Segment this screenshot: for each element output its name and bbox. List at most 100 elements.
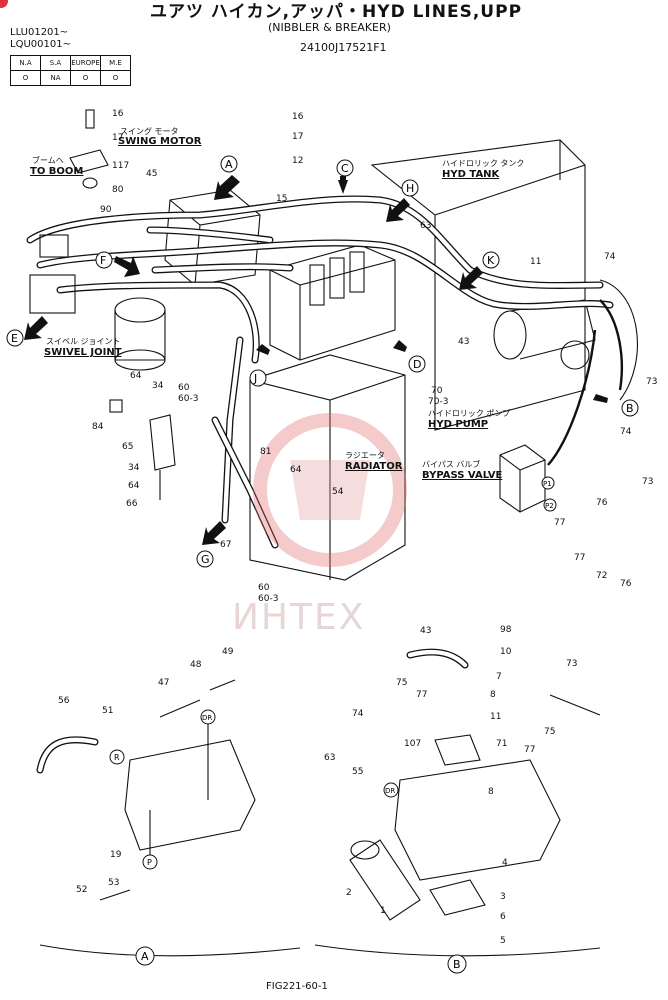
svg-text:P2: P2 xyxy=(545,502,554,510)
to-boom-fitting-drawing xyxy=(29,109,109,314)
callout: 81 xyxy=(260,447,272,457)
serial-range-1: LLU01201~ xyxy=(10,27,69,38)
svg-text:G: G xyxy=(201,553,210,566)
callout: 71 xyxy=(496,739,508,749)
callout: 80 xyxy=(112,185,124,195)
callout: 64 xyxy=(128,481,140,491)
callout: 54 xyxy=(332,487,344,497)
callout: 34 xyxy=(152,381,164,391)
view-letter-d: D xyxy=(408,355,426,373)
market-value: O xyxy=(100,70,131,86)
market-value: O xyxy=(70,70,101,86)
diagram-subtitle: (NIBBLER & BREAKER) xyxy=(268,21,391,34)
svg-text:A: A xyxy=(225,158,233,171)
svg-text:J: J xyxy=(253,372,257,385)
callout: 8 xyxy=(488,787,494,797)
serial-range-2: LQU00101~ xyxy=(10,39,71,50)
callout: 65 xyxy=(122,442,134,452)
callout: 77 xyxy=(554,518,566,528)
callout: 60 xyxy=(178,383,190,393)
hyd-pump-jp-label: ハイドロリック ポンプ xyxy=(428,409,511,418)
callout: 52 xyxy=(76,885,88,895)
callout: 84 xyxy=(92,422,104,432)
bypass-valve-drawing xyxy=(499,444,546,513)
port-mark-dr-b: DR xyxy=(383,782,399,798)
callout: 5 xyxy=(500,936,506,946)
part-number: 24100J17521F1 xyxy=(300,41,387,54)
callout: 56 xyxy=(58,696,70,706)
svg-text:E: E xyxy=(11,332,18,345)
callout: 74 xyxy=(604,252,616,262)
port-mark-p: P xyxy=(142,854,158,870)
port-mark-p2: P2 xyxy=(543,498,557,512)
view-letter-f: F xyxy=(95,251,113,269)
callout: 47 xyxy=(158,678,170,688)
detail-b-drawing xyxy=(314,648,601,957)
view-letter-a: A xyxy=(220,155,238,173)
svg-text:P: P xyxy=(147,858,152,867)
callout: 77 xyxy=(524,745,536,755)
callout: 64 xyxy=(290,465,302,475)
corner-marker xyxy=(0,0,8,8)
callout: 1 xyxy=(380,906,386,916)
callout: 3 xyxy=(500,892,506,902)
callout: 76 xyxy=(596,498,608,508)
svg-text:K: K xyxy=(487,254,495,267)
callout: 34 xyxy=(128,463,140,473)
radiator-jp-label: ラジエータ xyxy=(345,451,385,460)
callout: 72 xyxy=(596,571,608,581)
callout: 11 xyxy=(530,257,542,267)
detail-caption-a: A xyxy=(135,946,155,966)
callout: 74 xyxy=(352,709,364,719)
callout: 70-3 xyxy=(428,397,449,407)
market-table: N.A S.A EUROPE M.E O NA O O xyxy=(10,55,131,86)
callout: 67 xyxy=(220,540,232,550)
callout: 4 xyxy=(502,858,508,868)
hyd-tank-jp-label: ハイドロリック タンク xyxy=(442,159,525,168)
callout: 2 xyxy=(346,888,352,898)
callout: 60 xyxy=(258,583,270,593)
figure-id: FIG221-60-1 xyxy=(266,981,328,992)
market-value: O xyxy=(10,70,41,86)
svg-text:P1: P1 xyxy=(543,480,552,488)
diagram-title: ユアツ ハイカン,アッパ・HYD LINES,UPP xyxy=(150,2,523,22)
callout: 73 xyxy=(646,377,658,387)
svg-text:F: F xyxy=(100,254,106,267)
callout: 63 xyxy=(324,753,336,763)
hyd-tank-label: HYD TANK xyxy=(442,169,500,180)
callout: 8 xyxy=(490,690,496,700)
watermark-emblem xyxy=(253,413,407,567)
detail-a-drawing xyxy=(36,679,301,957)
svg-text:D: D xyxy=(413,358,421,371)
callout: 43 xyxy=(458,337,470,347)
callout: 17 xyxy=(292,132,304,142)
callout: 70 xyxy=(431,386,443,396)
bypass-valve-label: BYPASS VALVE xyxy=(422,470,503,481)
callout: 53 xyxy=(108,878,120,888)
view-letter-h: H xyxy=(401,179,419,197)
callout: 77 xyxy=(574,553,586,563)
callout: 45 xyxy=(146,169,158,179)
svg-text:B: B xyxy=(626,402,634,415)
callout: 48 xyxy=(190,660,202,670)
callout: 64 xyxy=(130,371,142,381)
callout: 60-3 xyxy=(258,594,279,604)
svg-text:C: C xyxy=(341,162,349,175)
callout: 63 xyxy=(420,221,432,231)
view-letter-g: G xyxy=(196,550,214,568)
view-letter-b: B xyxy=(621,399,639,417)
swivel-joint-label: SWIVEL JOINT xyxy=(44,347,122,358)
port-mark-dr-a: DR xyxy=(200,709,216,725)
callout: 11 xyxy=(490,712,502,722)
callout: 117 xyxy=(112,161,130,171)
port-mark-r: R xyxy=(109,749,125,765)
to-boom-jp-label: ブームへ xyxy=(32,156,64,165)
svg-text:H: H xyxy=(406,182,414,195)
radiator-drawing xyxy=(249,354,406,581)
callout: 15 xyxy=(276,194,288,204)
watermark-text: ИНТЕХ xyxy=(232,597,366,638)
callout: 76 xyxy=(620,579,632,589)
hyd-tank-drawing xyxy=(370,139,586,431)
callout: 16 xyxy=(112,109,124,119)
